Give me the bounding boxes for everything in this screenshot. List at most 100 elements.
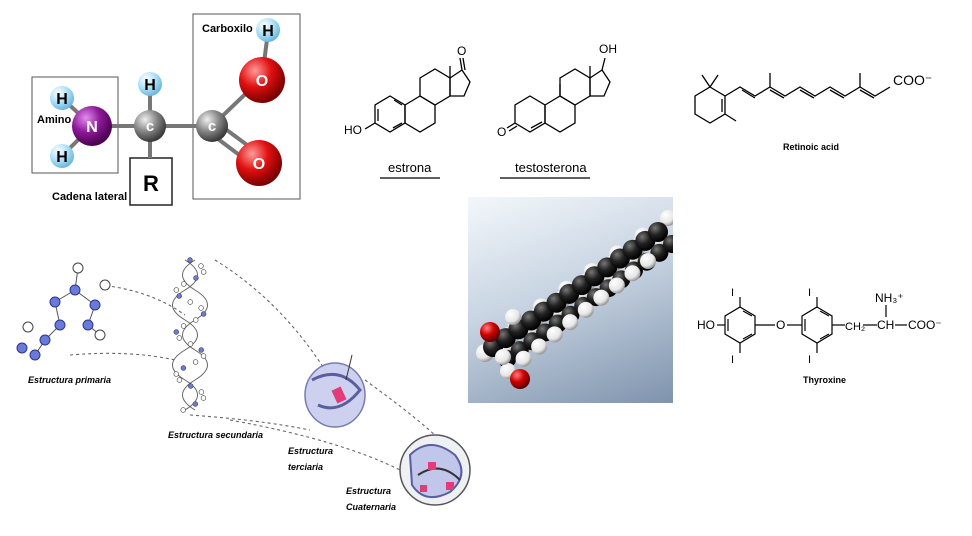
ketone-oxygen: O [497,125,506,139]
retinoic-acid-caption: Retinoic acid [783,142,839,152]
helix-residue [200,353,207,359]
tertiary-structure-label-1: Estructura [288,446,333,456]
side-chain-label: Cadena lateral [52,191,127,203]
estrone-caption: estrona [388,160,432,175]
retinoic-acid-structure: COO⁻ Retinoic acid [694,72,932,152]
helix-residue [198,389,205,395]
helix-residue [173,287,180,293]
ch2-label: CH₂ [845,321,865,333]
hydrogen-ball [593,289,610,306]
iodine-label: I [808,287,811,299]
iodine-label: I [808,354,811,366]
hydrogen-ball [505,309,521,325]
helix-residue [200,269,207,275]
atom-label: O [253,156,265,173]
hydrogen-ball [495,349,511,365]
carboxyl-group-box [192,13,301,200]
helix-residue [193,275,199,281]
helix-residue [181,281,187,287]
atom-label: H [144,77,156,94]
helix-residue [187,299,193,305]
atom-label: O [256,73,268,90]
carbon-ball [648,222,668,242]
primary-structure-label: Estructura primaria [28,375,111,385]
amino-label: Amino [37,114,72,126]
testosterone-structure: OH O testosterona [497,42,617,179]
secondary-structure-label: Estructura secundaria [168,430,263,440]
estrone-structure: O HO estrona [344,44,471,179]
helix-residue [176,335,183,341]
ammonium-label: NH₃⁺ [875,291,904,305]
hydroxyl-label: OH [599,42,617,56]
testosterone-caption: testosterona [515,160,587,175]
space-fill-molecule [476,210,673,389]
iodine-label: I [731,354,734,366]
iodine-label: I [731,287,734,299]
hydrogen-ball [660,210,673,226]
helix-residue [198,305,204,311]
oxygen-atom [236,140,282,186]
ketone-oxygen: O [457,44,466,58]
hydrogen-ball [640,253,656,269]
helix-residue [192,359,199,365]
tertiary-structure-label-2: terciaria [288,462,323,472]
r-group-box [129,157,173,206]
quaternary-structure-blob [399,434,471,506]
primary-structure-chain [16,262,111,361]
helix-residue [173,329,179,335]
atom-label: H [262,23,274,40]
helix-residue [176,377,183,383]
hydrogen-ball [562,314,579,331]
r-group-label: R [143,171,159,196]
atom-label: N [86,119,98,136]
hydrogen-ball [531,338,548,355]
helix-residue [180,407,186,413]
atom-label: H [56,149,68,166]
tertiary-structure-blob [304,354,366,428]
ch-label: CH [877,318,894,332]
carboxylate-label: COO⁻ [908,318,942,332]
oxygen-ball [510,369,530,389]
carbon-atom [134,110,166,142]
hydrogen-atom [138,72,162,96]
helix-residue [200,395,207,401]
ether-oxygen: O [776,318,785,332]
secondary-structure-helix [172,259,208,411]
atom-label: c [208,118,216,135]
oxygen-atom [239,57,285,103]
quaternary-structure-label-2: Cuaternaria [346,502,396,512]
hydrogen-ball [624,265,641,282]
hydrogen-atom [50,144,74,168]
carbon-ball [663,235,673,253]
hydrogen-atom [256,18,280,42]
carbon-atom [196,110,228,142]
thyroxine-structure: I I I I HO O CH₂ CH NH₃⁺ COO⁻ Thyroxine [697,287,942,385]
thyroxine-caption: Thyroxine [803,375,846,385]
hydrogen-atom [50,86,74,110]
hydroxyl-label: HO [344,123,362,137]
carboxylate-group: COO⁻ [893,72,932,88]
hydroxyl-label: HO [697,318,715,332]
steroid-3d-model [468,197,673,403]
helix-residue [198,347,204,353]
helix-residue [188,383,194,389]
protein-structure-diagram: Estructura primaria Estructura secundari… [16,257,471,512]
connector-lines [69,259,441,471]
hydrogen-ball [608,277,625,294]
quaternary-structure-label-1: Estructura [346,486,391,496]
helix-residue [173,371,179,377]
helix-residue [193,317,199,323]
helix-residue [180,323,187,329]
atom-label: c [146,118,154,135]
oxygen-ball [480,322,500,342]
hydrogen-ball [577,301,594,318]
helix-residue [187,257,193,263]
carboxyl-label: Carboxilo [202,23,253,35]
nitrogen-atom [72,106,112,146]
helix-residue [187,341,194,347]
hydrogen-ball [515,350,532,367]
helix-residue [176,293,182,299]
hydrogen-ball [546,326,563,343]
helix-residue [192,401,199,407]
helix-residue [180,365,187,371]
